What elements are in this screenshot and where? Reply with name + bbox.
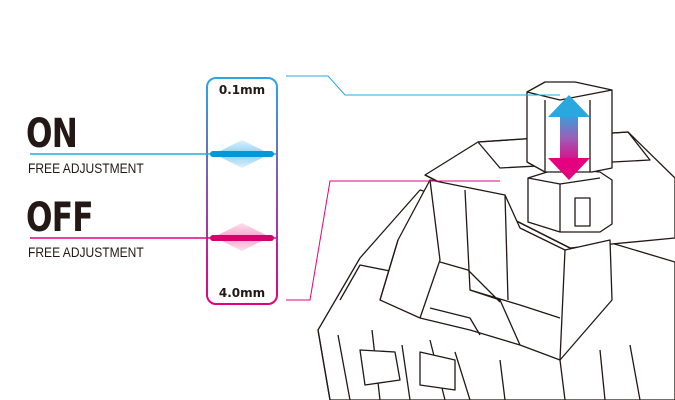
scale-max-label: 4.0mm [218, 286, 266, 300]
on-subtitle: FREE ADJUSTMENT [28, 160, 144, 176]
travel-arrow [548, 95, 590, 180]
off-title: OFF [26, 195, 94, 241]
off-subtitle: FREE ADJUSTMENT [28, 244, 144, 260]
connector-top-line [286, 75, 560, 96]
connector-bottom-line [286, 180, 500, 301]
on-title: ON [26, 111, 78, 157]
scale-min-label: 0.1mm [218, 83, 266, 97]
off-marker [30, 223, 276, 251]
travel-scale-frame [206, 77, 278, 305]
on-marker [30, 140, 276, 168]
switch-illustration [317, 81, 675, 400]
